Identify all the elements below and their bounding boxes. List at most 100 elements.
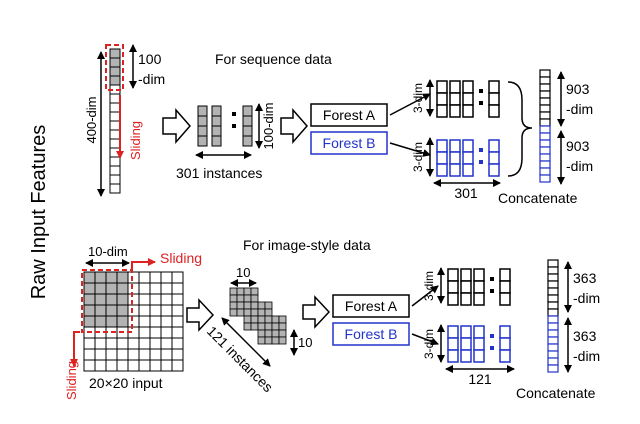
image-grid-cell [105, 359, 118, 372]
sequence-input-cell [109, 183, 121, 194]
image-output-cell [547, 273, 559, 282]
sequence-window-dim-bottom: -dim [138, 71, 165, 87]
image-grid-cell [138, 315, 151, 328]
image-grid-cell [127, 282, 140, 295]
image-patch-cell [264, 329, 273, 338]
image-out-top-value: 363 [573, 270, 597, 286]
image-grid-cell [160, 337, 173, 350]
image-grid-cell [127, 304, 140, 317]
sequence-flow-arrow-2 [280, 108, 308, 144]
image-grid-cell [160, 282, 173, 295]
image-grid-cell [94, 337, 107, 350]
image-grid-cell [94, 348, 107, 361]
image-patch-cell [264, 301, 273, 310]
image-patch-cell [271, 315, 280, 324]
image-grid-cell [83, 282, 96, 295]
sequence-output-cell [539, 97, 551, 106]
sequence-class-b-cell [436, 163, 448, 177]
image-grid-cell [171, 293, 184, 306]
image-grid-cell [149, 326, 162, 339]
image-grid-cell [171, 348, 184, 361]
image-grid-cell [149, 337, 162, 350]
image-grid-cell [94, 315, 107, 328]
image-patch-cell [264, 315, 273, 324]
sequence-section: For sequence data Sliding 400-dim 100 -d… [84, 44, 593, 206]
sequence-class-b-dots [479, 160, 483, 164]
image-class-a-cell [473, 292, 485, 306]
image-patch-cell [243, 301, 252, 310]
image-patch-cell [236, 301, 245, 310]
image-grid-cell [94, 282, 107, 295]
image-output-vector [547, 259, 559, 373]
image-output-cell [547, 308, 559, 317]
sequence-class-b-cell [436, 139, 448, 153]
image-forest-b-box [332, 322, 410, 346]
image-patch-cell [271, 336, 280, 345]
image-forest-a-label: Forest A [345, 298, 398, 314]
image-class-b-cell [499, 325, 511, 339]
image-patch-cell [229, 308, 238, 317]
sequence-instances-label: 301 instances [176, 165, 262, 181]
sequence-class-a-dots [479, 89, 483, 93]
image-sliding-v-label: Sliding [64, 361, 79, 400]
image-input-label: 20×20 input [89, 375, 163, 391]
sequence-concat-label: Concatenate [498, 190, 578, 206]
image-output-cell [547, 357, 559, 366]
sequence-output-cell [539, 83, 551, 92]
sequence-instance-cell [211, 115, 222, 127]
image-class-a-cell [460, 280, 472, 294]
sequence-output-cell [539, 160, 551, 169]
image-forest-a-box [332, 294, 410, 318]
image-class-b-cell [447, 337, 459, 351]
sequence-class-a-cell [449, 92, 461, 106]
image-output-cell [547, 364, 559, 373]
image-patch-cell [250, 315, 259, 324]
image-out-bottom-value: 363 [573, 328, 597, 344]
image-grid-cell [149, 348, 162, 361]
image-forest-b-arrow [411, 333, 439, 346]
image-grid-cell [138, 326, 151, 339]
image-class-a-cell [447, 292, 459, 306]
image-grid-cell [105, 337, 118, 350]
image-patch-cell [243, 322, 252, 331]
image-grid-cell [149, 271, 162, 284]
sequence-input-cell [109, 93, 121, 104]
image-grid-cell [105, 304, 118, 317]
image-grid-cell [171, 271, 184, 284]
image-class-a-cell [460, 268, 472, 282]
sequence-output-cell [539, 118, 551, 127]
sequence-out-bottom-unit: -dim [566, 158, 593, 174]
sequence-instance-cell [197, 115, 208, 127]
image-grid-cell [138, 293, 151, 306]
image-patch-cell [257, 329, 266, 338]
image-grid-cell [116, 293, 129, 306]
sequence-forest-b-label: Forest B [323, 135, 376, 151]
image-input-grid [83, 271, 184, 372]
sequence-output-cell [539, 146, 551, 155]
image-class-a-cell [499, 280, 511, 294]
sequence-class-b-cell [462, 151, 474, 165]
sequence-output-cell [539, 174, 551, 183]
image-sliding-h-label: Sliding [160, 250, 202, 266]
image-grid-cell [171, 304, 184, 317]
image-patch-cell [278, 336, 287, 345]
image-grid-cell [83, 348, 96, 361]
sequence-instances [197, 105, 253, 147]
image-grid-cell [116, 315, 129, 328]
image-grid-cell [149, 359, 162, 372]
sequence-instance-cell [242, 125, 253, 137]
sequence-input-length-label: 400-dim [84, 97, 99, 144]
image-output-cell [547, 315, 559, 324]
sequence-instance-cell [197, 105, 208, 117]
image-grid-cell [127, 271, 140, 284]
image-grid-cell [160, 326, 173, 339]
sequence-class-a-cell [462, 92, 474, 106]
sequence-instance-cell [211, 105, 222, 117]
image-class-a-cell [473, 268, 485, 282]
sequence-class-a-cell [488, 80, 500, 94]
image-patch-cell [257, 336, 266, 345]
sequence-sliding-label: Sliding [128, 121, 143, 160]
image-grid-cell [94, 271, 107, 284]
image-grid-cell [105, 315, 118, 328]
image-grid-cell [83, 304, 96, 317]
